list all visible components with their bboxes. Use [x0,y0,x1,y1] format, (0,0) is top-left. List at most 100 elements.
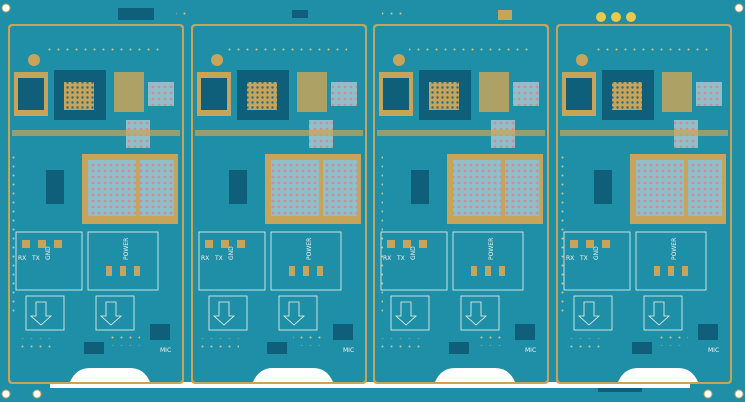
frame-pad-block [292,10,308,18]
test-pad [682,266,688,276]
silk-label-tx: TX [31,255,40,262]
bottom-pad [84,342,104,354]
silk-label-gnd: GND [45,246,52,260]
silk-outline [635,231,707,291]
main-bga [636,160,684,216]
connector-pads [44,42,164,52]
silk-label-power: POWER [488,238,495,260]
silk-label-gnd: GND [228,246,235,260]
via-field [564,338,604,354]
frame-via-block [382,10,406,18]
test-pad [419,240,427,248]
test-pad [22,240,30,248]
board-array: RX TX GND POWER MIC RX TX GND POWER MIC RX TX GND POW… [8,24,732,384]
test-pad [237,240,245,248]
sim-pad [411,170,429,204]
via-field [293,330,323,346]
connector-outline [390,295,430,331]
silk-label-mic: MIC [525,347,536,354]
silk-label-gnd: GND [593,246,600,260]
component-pads [297,72,327,112]
silk-outline [15,231,83,291]
test-pad [586,240,594,248]
silk-label-tx: TX [214,255,223,262]
arrow-silk [282,301,306,326]
frame-pad-block [498,10,512,20]
via-field [16,338,56,354]
pink-pad-array [513,82,539,106]
antenna-pad [393,54,405,66]
test-pad [120,266,126,276]
bga-footprint-small [429,82,459,110]
silk-label-mic: MIC [160,347,171,354]
arrow-silk [394,301,418,326]
via-field [110,330,140,346]
test-pad [403,240,411,248]
rf-chip [566,78,592,110]
pink-pad-array [148,82,174,106]
mounting-hole [1,389,11,399]
bga-footprint-small [64,82,94,110]
silk-label-rx: RX [383,255,391,262]
test-pad [106,266,112,276]
silk-label-rx: RX [18,255,26,262]
test-pad [38,240,46,248]
via-field [475,330,505,346]
test-pad [668,266,674,276]
connector-pads [592,42,712,52]
pink-pad-array [331,82,357,106]
component-pads [662,72,692,112]
memory-bga [323,160,357,216]
test-pad [654,266,660,276]
edge-vias [195,154,201,314]
edge-vias [560,154,566,314]
main-bga [88,160,136,216]
silk-outline [380,231,448,291]
board-notch [618,368,698,382]
arrow-silk [577,301,601,326]
silk-outline [452,231,524,291]
antenna-pad [28,54,40,66]
silk-outline [198,231,266,291]
silk-label-power: POWER [123,238,130,260]
test-pad [499,266,505,276]
silk-label-tx: TX [396,255,405,262]
edge-vias [12,154,18,314]
memory-bga [505,160,539,216]
sim-pad [229,170,247,204]
connector-outline [208,295,248,331]
mounting-hole [734,389,744,399]
test-pad [134,266,140,276]
arrow-silk [29,301,53,326]
mounting-hole [703,389,713,399]
board-notch [435,368,515,382]
rf-chip [201,78,227,110]
rf-chip [18,78,44,110]
silk-label-tx: TX [579,255,588,262]
silk-label-power: POWER [306,238,313,260]
test-pad [570,240,578,248]
bottom-pad [150,324,170,340]
arrow-silk [99,301,123,326]
test-pad [471,266,477,276]
silk-label-mic: MIC [343,347,354,354]
frame-via-block [176,10,192,20]
test-pad [221,240,229,248]
mounting-hole [1,3,11,13]
silk-label-rx: RX [201,255,209,262]
arrow-silk [464,301,488,326]
via-field [381,338,421,354]
antenna-pad [576,54,588,66]
pink-pad-array [696,82,722,106]
rf-chip [383,78,409,110]
bottom-routing-slot [50,382,690,388]
silk-outline [563,231,631,291]
test-pad [54,240,62,248]
copper-band [12,130,180,136]
main-bga [453,160,501,216]
bottom-pad [698,324,718,340]
bottom-pad [515,324,535,340]
board-notch [253,368,333,382]
